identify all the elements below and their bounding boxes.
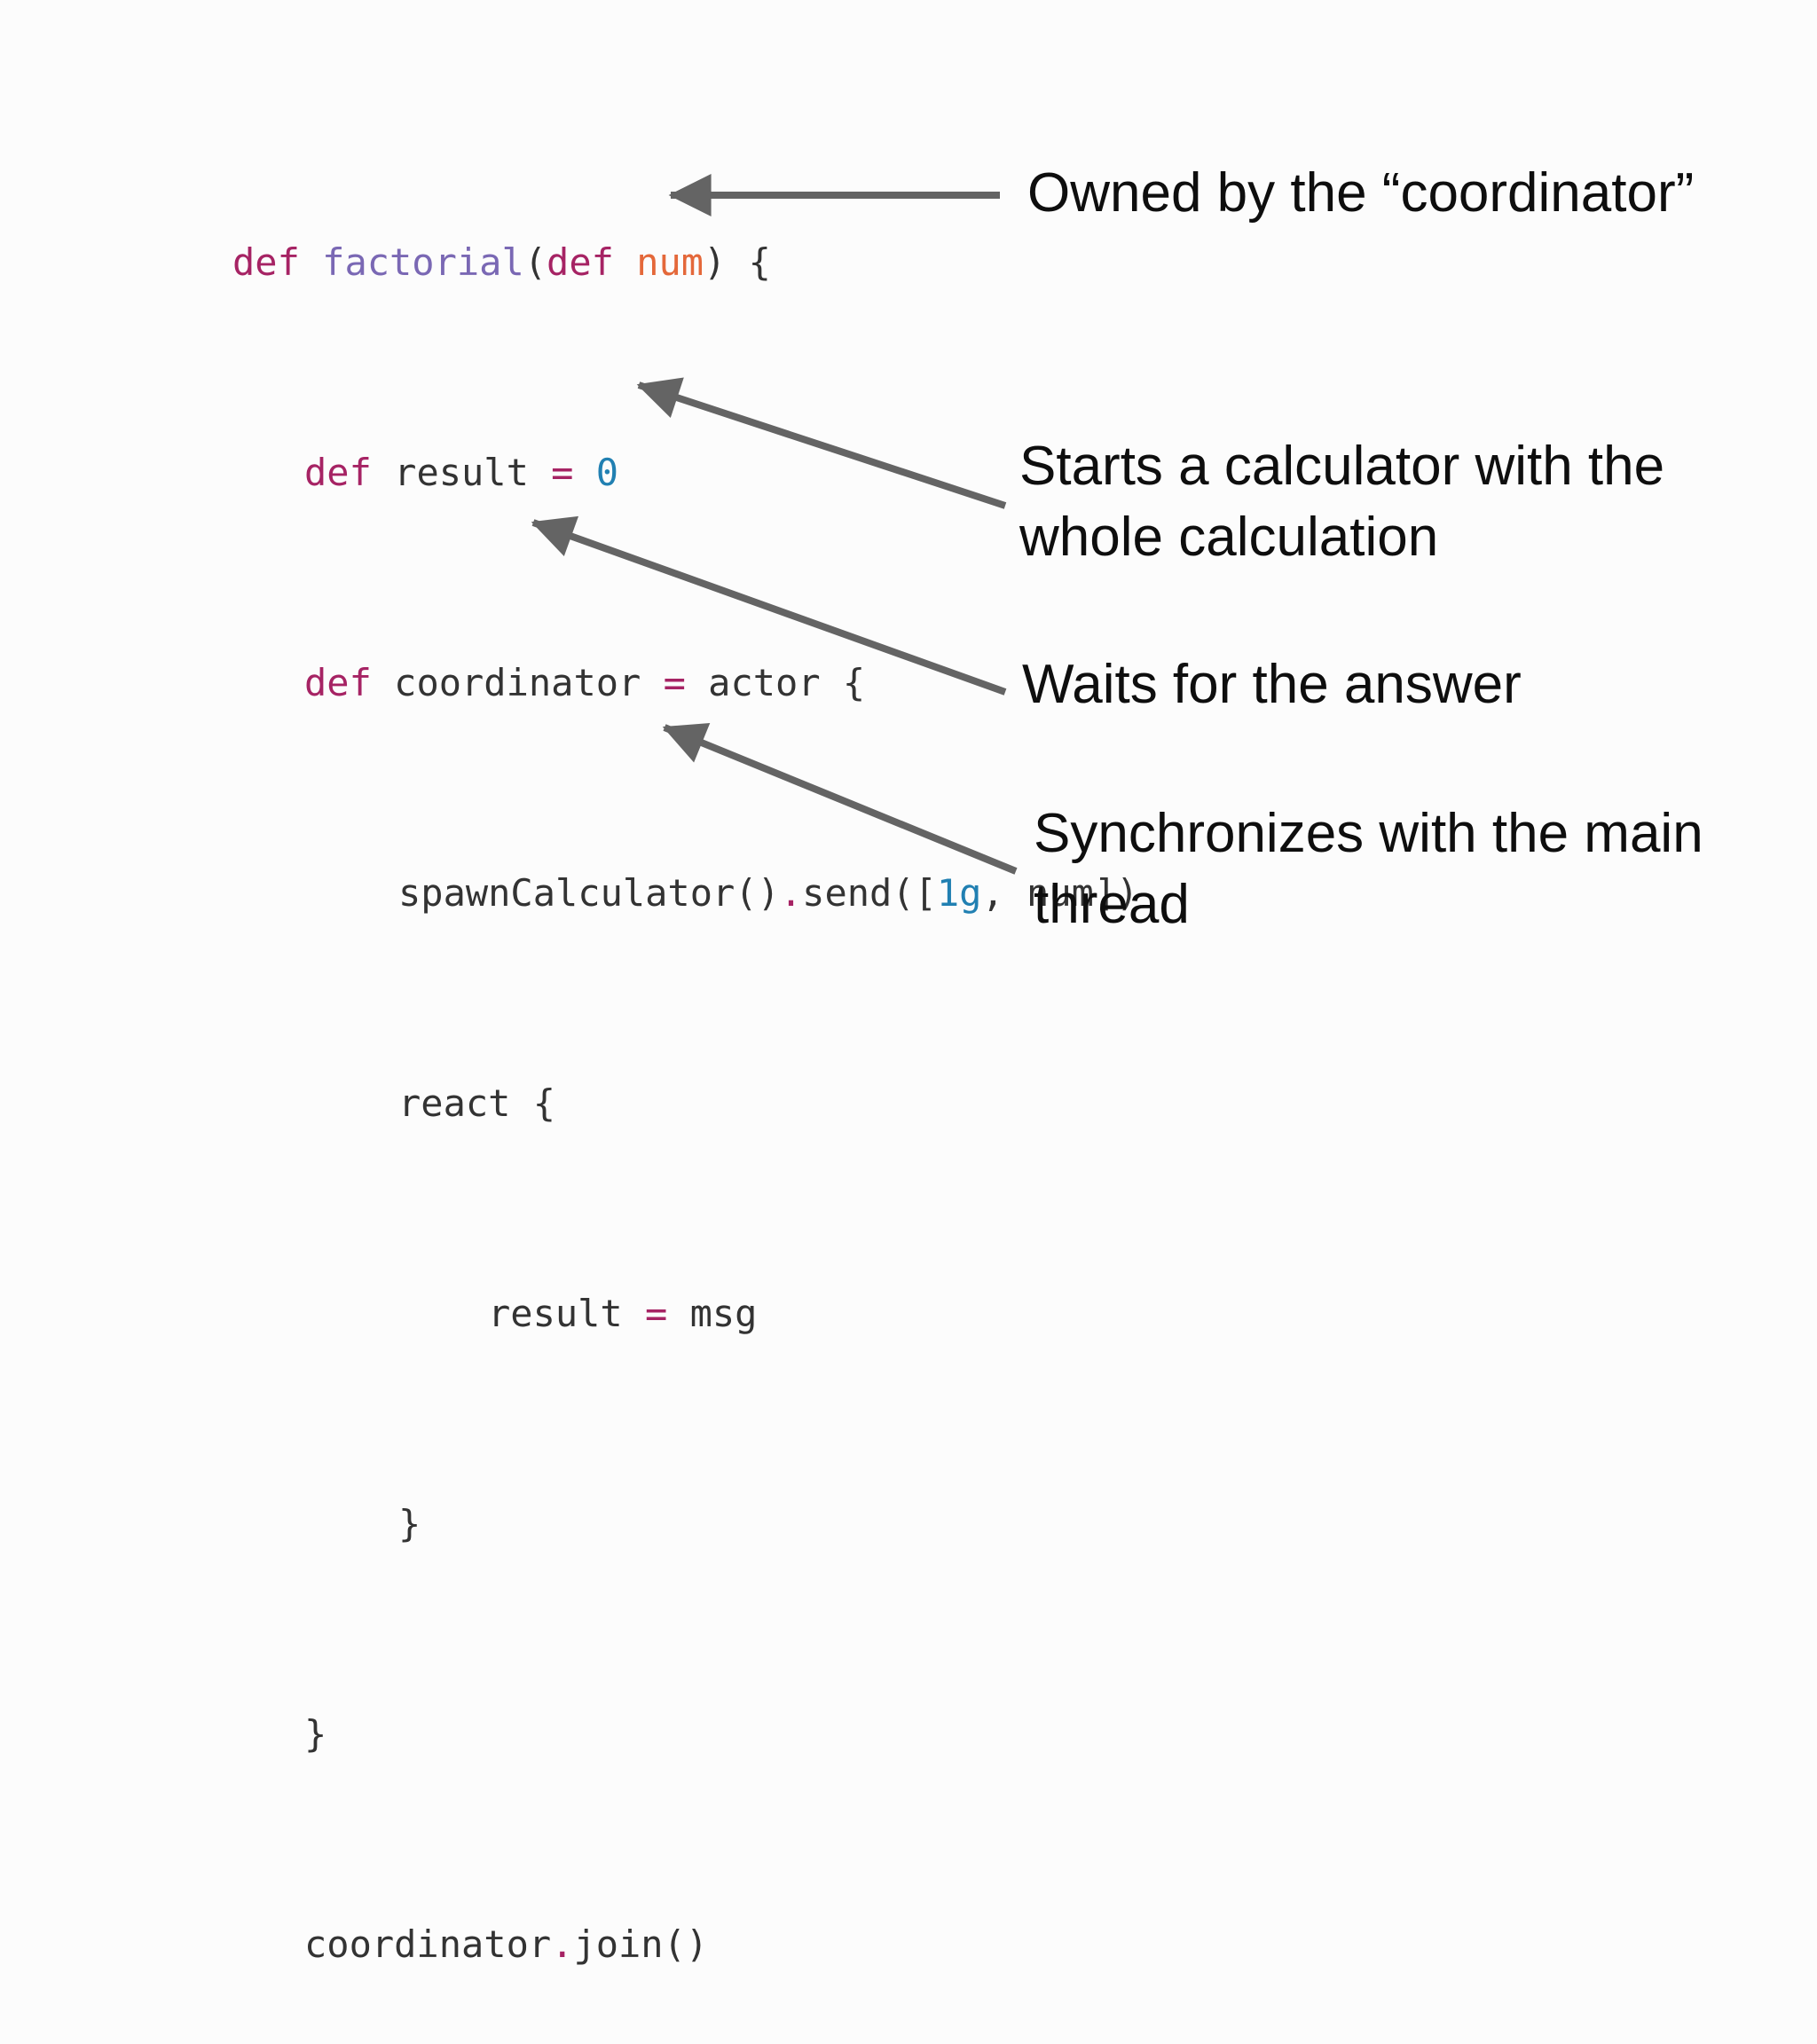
annotation-line: Synchronizes with the main <box>1034 803 1703 864</box>
arrow-layer <box>531 174 1018 875</box>
code-token: msg <box>689 1292 758 1335</box>
code-token: spawnCalculator() <box>398 871 780 915</box>
code-token: ( <box>523 240 547 284</box>
annotation-starts-calculator: Starts a calculator with the whole calcu… <box>1019 431 1664 573</box>
annotation-owned-by-coordinator: Owned by the “coordinator” <box>1027 158 1694 229</box>
code-token: = <box>645 1292 690 1335</box>
arrow-waits-for-answer-icon <box>531 515 1007 696</box>
arrow-starts-calculator-icon <box>636 377 1007 509</box>
code-token: } <box>398 1502 421 1545</box>
code-token: } <box>304 1712 327 1756</box>
code-token: send([ <box>802 871 937 915</box>
code-token: . <box>779 871 803 915</box>
code-token: factorial <box>322 240 524 284</box>
code-token: 0 <box>595 451 619 494</box>
annotation-waits-for-answer: Waits for the answer <box>1022 649 1522 720</box>
code-token: react { <box>398 1081 556 1125</box>
annotation-synchronizes-main-thread: Synchronizes with the main thread <box>1034 798 1703 940</box>
code-line: result = msg <box>232 1278 1138 1348</box>
code-line: spawnCalculator().send([1g, num]) <box>232 858 1138 928</box>
annotation-line: thread <box>1034 874 1190 935</box>
code-line: def coordinator = actor { <box>232 648 1138 718</box>
code-token: , num]) <box>981 871 1139 915</box>
code-token: num <box>636 240 704 284</box>
code-line: coordinator.join() <box>232 1909 1138 1979</box>
code-token: = <box>663 661 709 704</box>
code-line: } <box>232 1699 1138 1769</box>
code-line: def result = 0 <box>232 437 1138 507</box>
code-token: 1g <box>936 871 982 915</box>
annotation-line: Waits for the answer <box>1022 654 1522 715</box>
annotation-line: Starts a calculator with the <box>1019 436 1665 497</box>
code-token: def <box>304 451 395 494</box>
annotation-line: Owned by the “coordinator” <box>1027 162 1695 224</box>
code-token: result <box>488 1292 646 1335</box>
code-token: coordinator <box>394 661 664 704</box>
code-token: join() <box>573 1922 709 1966</box>
code-line: def factorial(def num) { <box>232 227 1138 297</box>
code-token: def <box>232 240 323 284</box>
code-line: react { <box>232 1068 1138 1138</box>
code-token: def <box>304 661 395 704</box>
code-token: actor { <box>708 661 866 704</box>
code-token: result <box>394 451 552 494</box>
code-token: = <box>551 451 596 494</box>
code-token: ) { <box>704 240 771 284</box>
code-line: } <box>232 1489 1138 1559</box>
annotation-line: whole calculation <box>1019 507 1439 568</box>
code-token: . <box>551 1922 574 1966</box>
code-token: def <box>547 240 637 284</box>
arrow-synchronizes-icon <box>662 723 1018 875</box>
code-token: coordinator <box>304 1922 552 1966</box>
